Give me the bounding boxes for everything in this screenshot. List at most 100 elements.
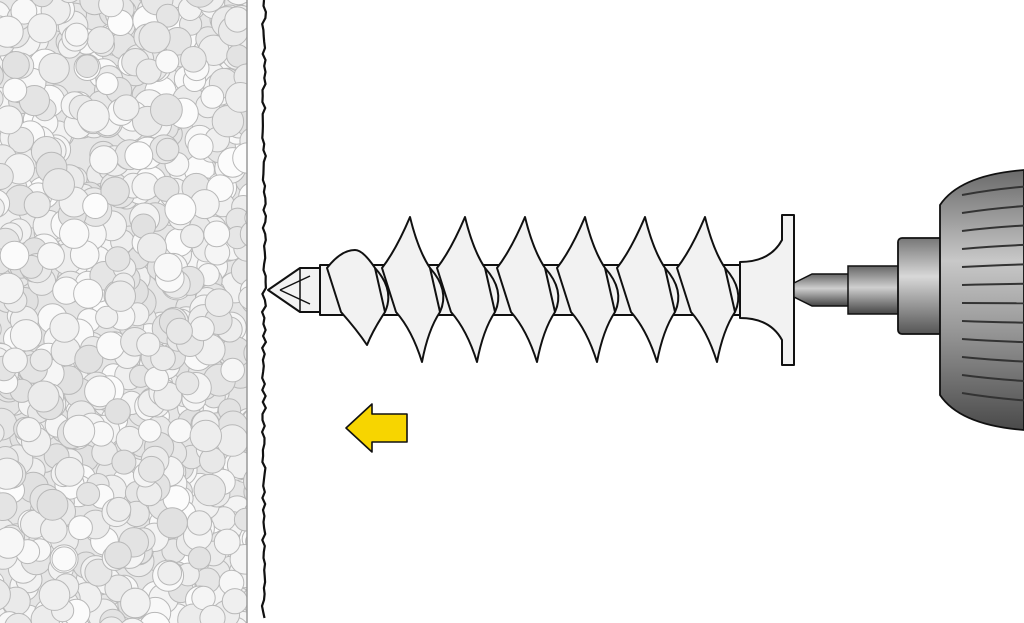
- insulation-bead: [2, 347, 28, 374]
- screw-thread: [436, 216, 496, 363]
- thread-curve: [374, 267, 390, 313]
- insulation-bead: [189, 419, 223, 453]
- insulation-bead: [155, 137, 180, 162]
- insulation-bead: [10, 0, 38, 25]
- screw-thread: [676, 216, 736, 363]
- thread-curve: [604, 267, 620, 313]
- insulation-bead: [186, 510, 213, 536]
- insulation-bead: [76, 482, 101, 506]
- insulation-bead: [0, 105, 23, 135]
- drill-grip-ridge: [961, 185, 1024, 196]
- insulation-bead: [199, 604, 226, 623]
- drill-bit: [793, 265, 901, 315]
- insulation-bead: [29, 348, 53, 372]
- thread-curve: [484, 267, 500, 313]
- insulation-bead: [51, 546, 77, 572]
- insulation-bead: [232, 142, 247, 174]
- drill-grip-ridge: [961, 356, 1024, 363]
- insulation-bead: [100, 176, 130, 206]
- insulation-bead: [204, 288, 234, 318]
- insulation-bead: [84, 375, 116, 408]
- insulation-bead: [233, 507, 247, 532]
- insulation-bead: [187, 546, 212, 570]
- insulation-bead: [187, 133, 214, 160]
- insulation-bead: [0, 526, 25, 559]
- arrow-left-icon: [345, 403, 408, 453]
- insulation-bead: [95, 72, 119, 96]
- insulation-bead: [227, 0, 247, 6]
- insulation-bead: [16, 417, 42, 443]
- insulation-bead: [31, 0, 54, 8]
- insulation-bead: [23, 191, 51, 219]
- insulation-bead: [220, 357, 245, 383]
- insulation-bead: [164, 193, 197, 226]
- insulation-bead: [58, 218, 90, 249]
- insulation-bead: [185, 0, 214, 8]
- insulation-bead: [42, 168, 75, 201]
- insulation-bead: [73, 278, 104, 309]
- insulation-bead: [243, 255, 247, 275]
- insulation-bead: [180, 46, 207, 73]
- insulation-bead: [121, 617, 144, 623]
- insulation-bead: [155, 49, 180, 74]
- insulation-bead: [243, 343, 247, 363]
- insulation-bead: [203, 220, 231, 248]
- insulation-bead: [27, 380, 60, 413]
- insulation-bead: [49, 312, 80, 343]
- thread-curve: [544, 267, 560, 313]
- insulation-bead: [60, 0, 78, 4]
- insulation-bead: [139, 611, 171, 623]
- insulation-bead: [0, 492, 18, 521]
- insulation-bead: [96, 331, 125, 361]
- screw-thread: [556, 216, 616, 363]
- insulation-bead: [120, 587, 151, 619]
- insulation-bead: [243, 482, 247, 502]
- insulation-bead: [0, 90, 4, 108]
- drill-grip-ridge: [961, 320, 1024, 324]
- insulation-bead: [27, 13, 58, 44]
- insulation-bead: [0, 15, 24, 48]
- insulation-bead: [180, 224, 205, 249]
- insulation-bead: [9, 319, 43, 352]
- drill-grip-ridge: [961, 224, 1024, 232]
- insulation-bead: [104, 541, 132, 570]
- screw-thread: [616, 216, 676, 363]
- insulation-bead: [175, 371, 200, 396]
- insulation-bead: [0, 240, 30, 271]
- insulation-bead: [137, 232, 167, 263]
- insulation-bead: [36, 488, 69, 521]
- insulation-bead: [244, 124, 247, 142]
- insulation-bead: [76, 99, 110, 133]
- screw-thread: [381, 216, 441, 363]
- insulation-bead: [238, 286, 247, 310]
- insulation-bead: [0, 323, 2, 336]
- thread-curve: [664, 267, 680, 313]
- insulation-bead: [106, 496, 132, 522]
- insulation-bead: [62, 414, 96, 448]
- insulation-bead: [38, 579, 71, 611]
- insulation-bead: [124, 141, 154, 171]
- insulation-bead: [82, 192, 109, 219]
- insulation-bead: [4, 612, 33, 623]
- insulation-panel: [0, 0, 248, 623]
- insulation-bead: [38, 52, 70, 85]
- insulation-bead: [243, 470, 247, 492]
- insulation-bead: [136, 332, 161, 357]
- insulation-bead: [1, 51, 30, 79]
- insulation-bead: [89, 145, 119, 175]
- drill-grip-ridge: [961, 205, 1024, 214]
- insulation-bead: [150, 93, 183, 127]
- drill-grip-ridge: [961, 282, 1024, 286]
- wall-surface-line: [260, 0, 268, 619]
- thread-curve: [429, 267, 445, 313]
- insulation-bead: [0, 163, 14, 190]
- insulation-bead: [111, 449, 137, 475]
- insulation-bead: [68, 515, 93, 541]
- insulation-bead: [193, 473, 227, 507]
- insulation-bead: [157, 560, 183, 586]
- insulation-bead: [104, 280, 137, 312]
- insulation-bead: [225, 82, 247, 113]
- insulation-bead: [138, 419, 162, 443]
- insulation-bead: [153, 252, 183, 282]
